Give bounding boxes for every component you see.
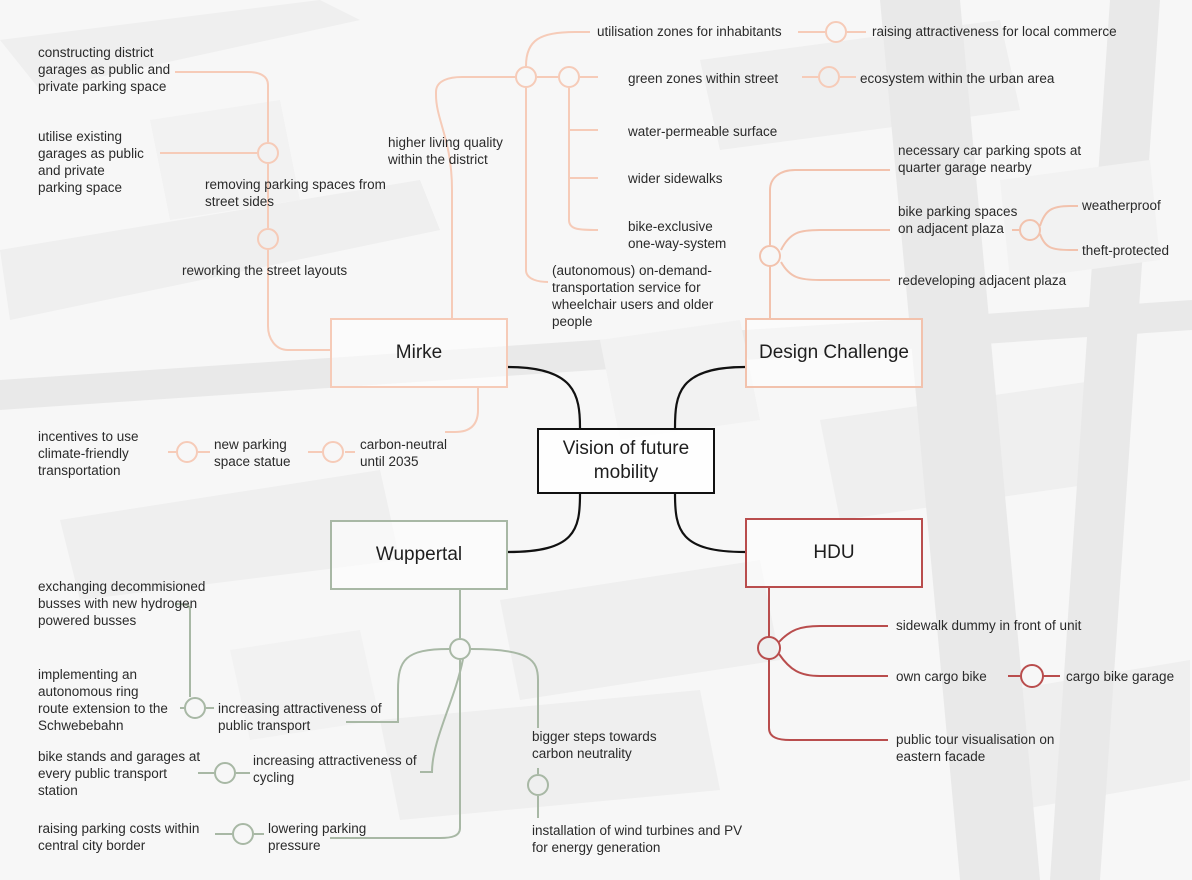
node-bike-parking: bike parking spaces on adjacent plaza	[898, 204, 1018, 236]
branch-design-challenge-box: Design Challenge	[745, 318, 923, 388]
node-cycling: increasing attractiveness of cycling	[253, 753, 417, 785]
branch-mirke-label: Mirke	[395, 342, 443, 363]
node-on-demand: (autonomous) on-demand-transportation se…	[552, 263, 714, 329]
central-topic-box: Vision of future mobility	[537, 428, 715, 494]
node-public-transport: increasing attractiveness of public tran…	[218, 701, 382, 733]
central-topic-label: Vision of future mobility	[562, 438, 690, 483]
node-bike-exclusive: bike-exclusive one-way-system	[628, 219, 727, 251]
node-removing-parking: removing parking spaces from street side…	[205, 177, 386, 209]
branch-design-challenge-label: Design Challenge	[759, 342, 909, 363]
node-incentives: incentives to use climate-friendly trans…	[38, 429, 139, 478]
node-parking-statue: new parking space statue	[214, 437, 291, 469]
node-parking-costs: raising parking costs within central cit…	[38, 821, 200, 853]
branch-hdu-label: HDU	[813, 542, 855, 563]
node-utilisation-zones: utilisation zones for inhabitants	[597, 24, 782, 39]
branch-mirke-box: Mirke	[330, 318, 508, 388]
node-wind-turbines: installation of wind turbines and PV for…	[532, 823, 743, 855]
node-ecosystem: ecosystem within the urban area	[860, 71, 1055, 86]
node-green-zones: green zones within street	[628, 71, 779, 86]
node-reworking-layouts: reworking the street layouts	[182, 263, 348, 278]
node-cargo-garage: cargo bike garage	[1066, 669, 1175, 684]
node-tour-visualisation: public tour visualisation on eastern fac…	[896, 732, 1055, 764]
node-living-quality: higher living quality within the distric…	[388, 135, 503, 167]
node-water-permeable: water-permeable surface	[628, 124, 778, 139]
node-local-commerce: raising attractiveness for local commerc…	[872, 24, 1117, 39]
node-redeveloping-plaza: redeveloping adjacent plaza	[898, 273, 1067, 288]
node-district-garages: constructing district garages as public …	[38, 45, 171, 94]
node-cargo-bike: own cargo bike	[896, 669, 987, 684]
node-theft-protected: theft-protected	[1082, 243, 1170, 258]
node-carbon-neutral: carbon-neutral until 2035	[360, 437, 448, 469]
node-wider-sidewalks: wider sidewalks	[628, 171, 723, 186]
node-carbon-steps: bigger steps towards carbon neutrality	[532, 729, 657, 761]
node-busses: exchanging decommisioned busses with new…	[38, 579, 206, 628]
branch-hdu-box: HDU	[745, 518, 923, 588]
node-parking-pressure: lowering parking pressure	[268, 821, 367, 853]
node-ring-route: implementing an autonomous ring route ex…	[38, 667, 168, 733]
branch-wuppertal-label: Wuppertal	[375, 544, 463, 565]
branch-wuppertal-box: Wuppertal	[330, 520, 508, 590]
node-weatherproof: weatherproof	[1082, 198, 1161, 213]
node-car-parking: necessary car parking spots at quarter g…	[898, 143, 1082, 175]
node-existing-garages: utilise existing garages as public and p…	[38, 129, 144, 195]
node-sidewalk-dummy: sidewalk dummy in front of unit	[896, 618, 1082, 633]
node-bike-stands: bike stands and garages at every public …	[38, 749, 201, 798]
